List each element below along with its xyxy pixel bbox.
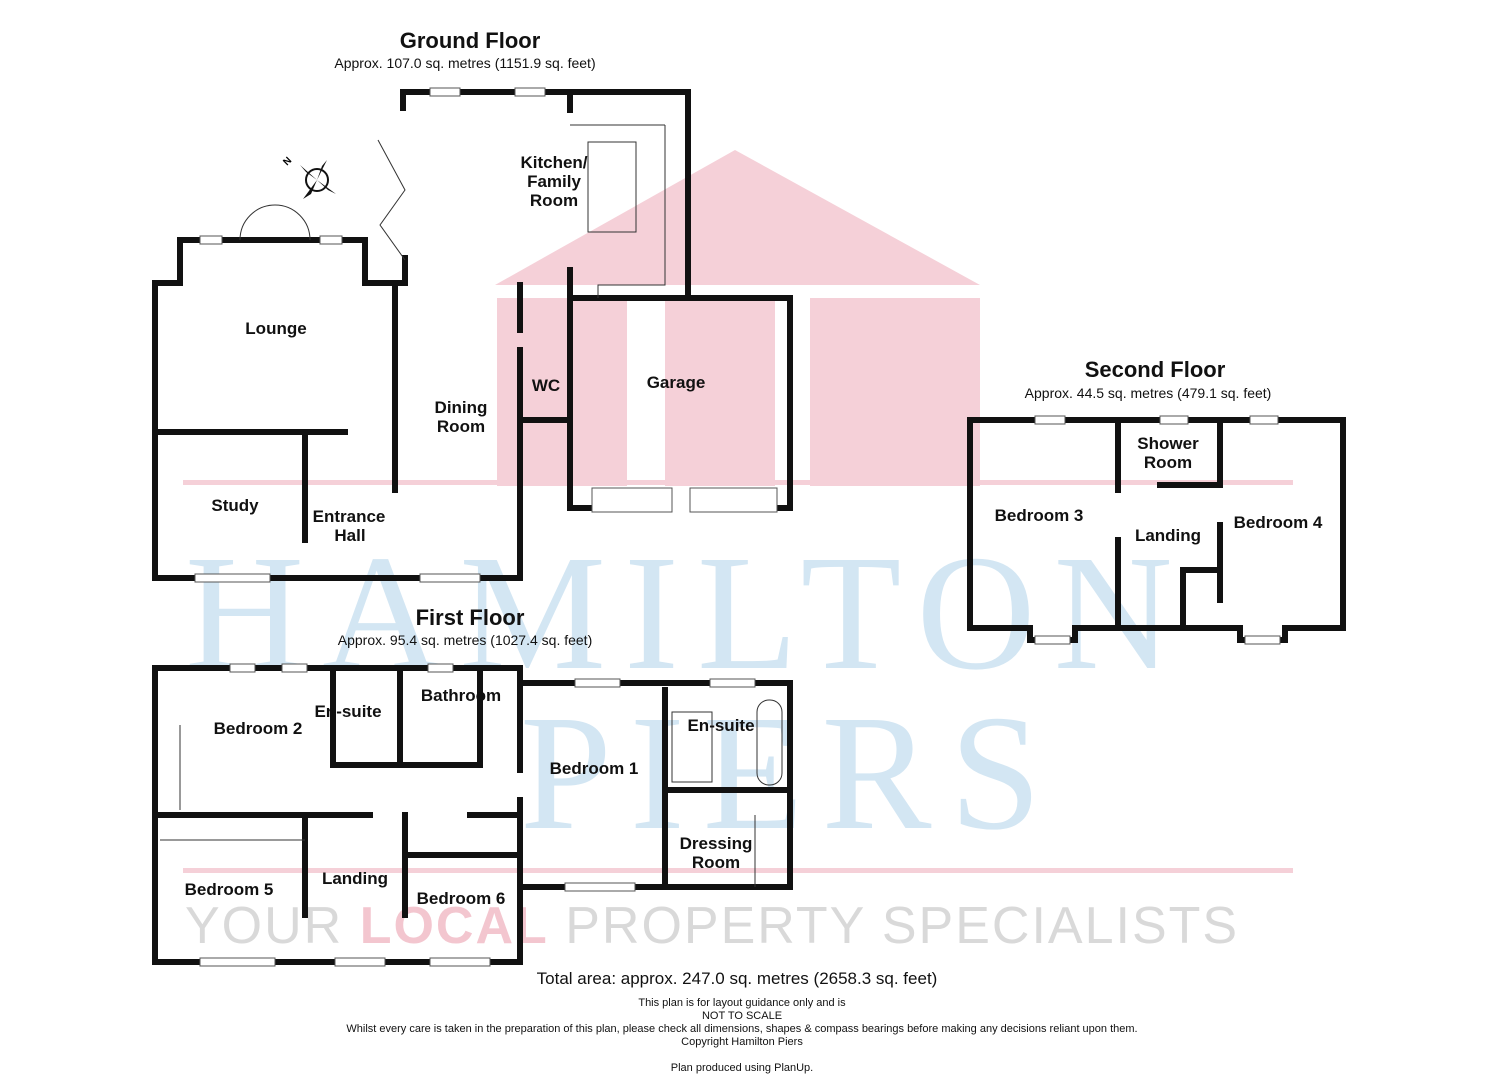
plan-credit: Plan produced using PlanUp.: [671, 1062, 813, 1074]
room-label-ensuite-2: En-suite: [314, 702, 381, 721]
room-label-bedroom-5: Bedroom 5: [185, 880, 274, 899]
watermark-roof: [495, 150, 980, 285]
watermark-house-mid: [665, 298, 775, 486]
second-floor-walls: [967, 415, 1346, 645]
room-label-bedroom-1: Bedroom 1: [550, 759, 639, 778]
room-label-lounge: Lounge: [245, 319, 306, 338]
ground-floor-area: Approx. 107.0 sq. metres (1151.9 sq. fee…: [334, 55, 595, 71]
room-label-landing-1f: Landing: [322, 869, 388, 888]
room-label-bedroom-4: Bedroom 4: [1234, 513, 1323, 532]
ground-floor-title: Ground Floor: [400, 28, 541, 53]
room-label-dining-2: Room: [437, 417, 485, 436]
watermark-piers: PIERS: [520, 681, 1059, 864]
second-floor-area: Approx. 44.5 sq. metres (479.1 sq. feet): [1025, 385, 1272, 401]
watermark-house-left: [497, 298, 627, 486]
watermark-hamilton: HAMILTON: [185, 521, 1191, 704]
room-label-bedroom-2: Bedroom 2: [214, 719, 303, 738]
first-floor-title: First Floor: [416, 605, 525, 630]
total-area: Total area: approx. 247.0 sq. metres (26…: [537, 969, 938, 988]
room-label-entrance-hall-2: Hall: [334, 526, 365, 545]
first-floor-area: Approx. 95.4 sq. metres (1027.4 sq. feet…: [338, 632, 592, 648]
room-label-bedroom-3: Bedroom 3: [995, 506, 1084, 525]
room-label-garage: Garage: [647, 373, 706, 392]
room-label-entrance-hall: Entrance: [313, 507, 386, 526]
room-label-kitchen: Kitchen/: [520, 153, 587, 172]
room-label-kitchen-3: Room: [530, 191, 578, 210]
room-label-dining: Dining: [435, 398, 488, 417]
room-label-ensuite-1: En-suite: [687, 716, 754, 735]
watermark-line: [183, 868, 1293, 873]
copyright: Copyright Hamilton Piers: [681, 1036, 803, 1048]
room-label-landing-2f: Landing: [1135, 526, 1201, 545]
watermark-line-top: [183, 480, 1293, 485]
watermark: HAMILTON PIERS YOUR LOCAL PROPERTY SPECI…: [183, 150, 1293, 955]
room-label-dressing-room-2: Room: [692, 853, 740, 872]
room-label-wc: WC: [532, 376, 560, 395]
watermark-tagline: YOUR LOCAL PROPERTY SPECIALISTS: [185, 897, 1239, 955]
room-label-shower-room-2: Room: [1144, 453, 1192, 472]
room-label-bedroom-6: Bedroom 6: [417, 889, 506, 908]
room-label-dressing-room: Dressing: [680, 834, 753, 853]
disclaimer-line-3: Whilst every care is taken in the prepar…: [346, 1023, 1137, 1035]
compass-north-label: N: [281, 155, 294, 168]
ground-floor-walls: [152, 87, 793, 583]
disclaimer-line-1: This plan is for layout guidance only an…: [638, 997, 846, 1009]
disclaimer-line-2: NOT TO SCALE: [702, 1010, 782, 1022]
room-label-shower-room: Shower: [1137, 434, 1199, 453]
watermark-house-right: [810, 298, 980, 486]
room-label-bathroom: Bathroom: [421, 686, 501, 705]
first-floor-walls: [152, 663, 793, 967]
room-label-study: Study: [211, 496, 259, 515]
compass: N: [281, 155, 336, 199]
second-floor-title: Second Floor: [1085, 357, 1226, 382]
room-label-kitchen-2: Family: [527, 172, 581, 191]
